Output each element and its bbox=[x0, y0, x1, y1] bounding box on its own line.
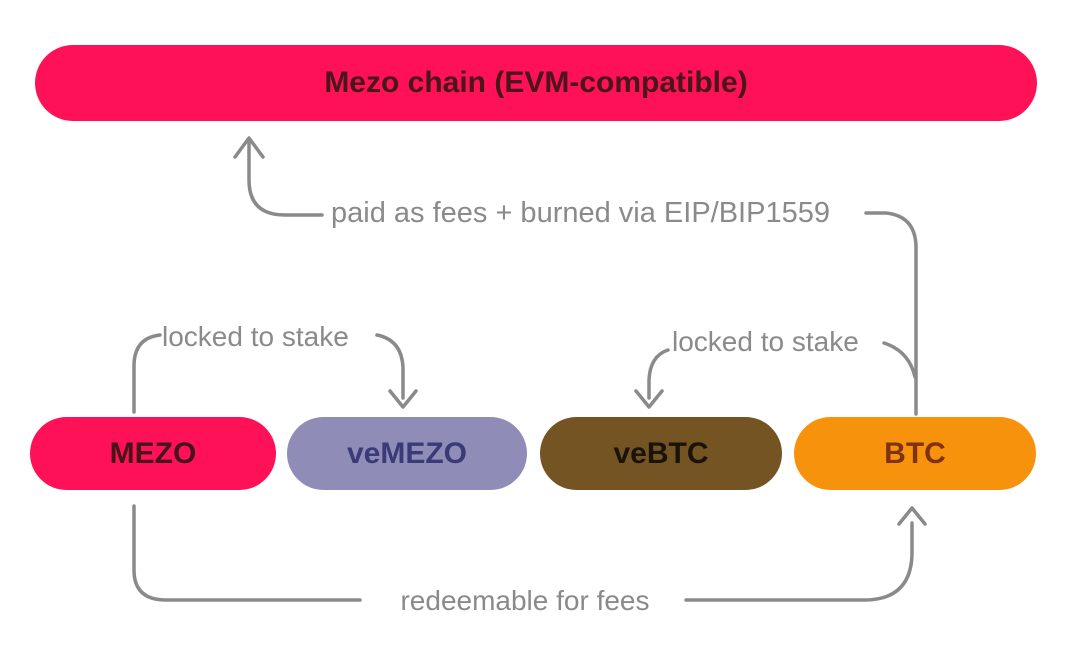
fees-burned-label: paid as fees + burned via EIP/BIP1559 bbox=[331, 197, 830, 229]
chain-pill-label: Mezo chain (EVM-compatible) bbox=[324, 66, 748, 99]
connector-btc-to-fees bbox=[864, 211, 918, 416]
locked-to-stake-right-label: locked to stake bbox=[672, 326, 859, 357]
connector-redeemable-to-btc bbox=[684, 521, 914, 602]
token-pill-vebtc-label: veBTC bbox=[613, 436, 709, 470]
token-pill-vemezo-label: veMEZO bbox=[346, 436, 468, 470]
redeemable-for-fees-label: redeemable for fees bbox=[400, 585, 650, 616]
token-pill-vebtc: veBTC bbox=[540, 417, 782, 490]
locked-to-stake-left-label: locked to stake bbox=[162, 321, 349, 352]
token-pill-mezo-label: MEZO bbox=[109, 436, 197, 470]
token-pill-mezo: MEZO bbox=[30, 417, 276, 490]
connector-mezo-to-locked bbox=[132, 333, 162, 414]
token-pill-btc: BTC bbox=[794, 417, 1036, 490]
connector-locked-to-vemezo bbox=[375, 333, 405, 400]
arrowhead-up-chain-icon bbox=[233, 136, 265, 159]
connector-fees-to-chain bbox=[247, 141, 324, 217]
arrowhead-up-btc-icon bbox=[897, 506, 927, 526]
connector-locked-to-vebtc bbox=[647, 348, 670, 400]
arrowhead-down-vemezo-icon bbox=[388, 389, 418, 409]
arrowhead-down-vebtc-icon bbox=[634, 389, 664, 409]
chain-pill: Mezo chain (EVM-compatible) bbox=[35, 45, 1037, 121]
token-pill-btc-label: BTC bbox=[884, 436, 946, 470]
connector-locked-to-btc-riser bbox=[882, 341, 917, 379]
token-pill-vemezo: veMEZO bbox=[287, 417, 527, 490]
connector-mezo-to-redeemable bbox=[132, 504, 362, 602]
